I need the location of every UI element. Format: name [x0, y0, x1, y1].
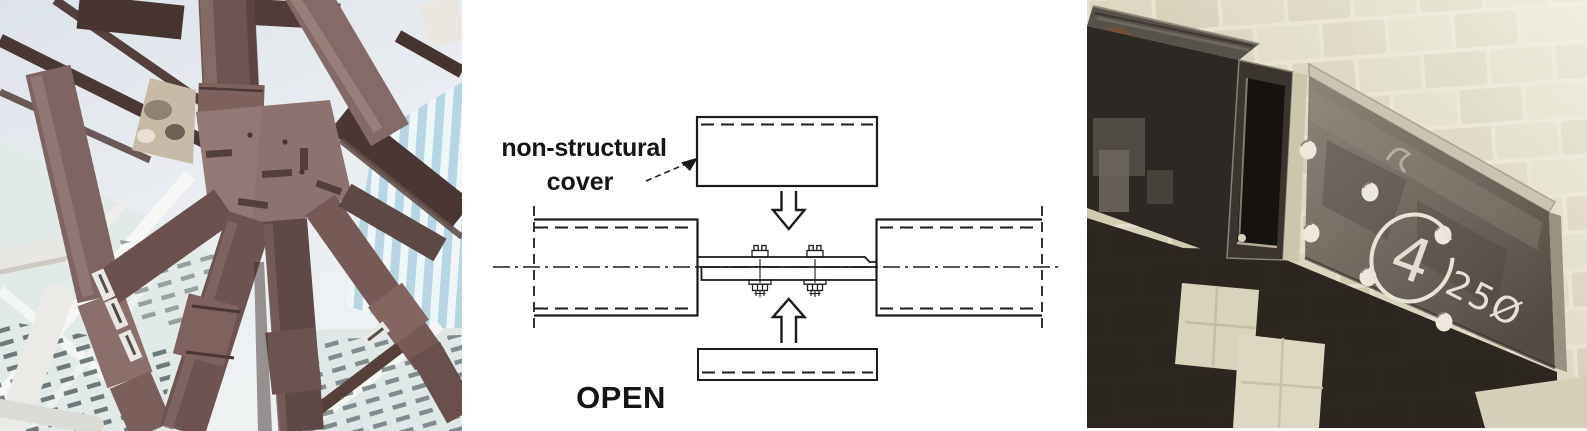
steel-node-photo-canvas — [0, 0, 462, 431]
rim-glint — [1238, 234, 1246, 242]
cover-label-line1: non-structural — [501, 134, 666, 162]
down-arrow — [770, 191, 808, 231]
top-cover — [695, 115, 879, 188]
shadows — [1087, 218, 1557, 428]
plate-face — [1305, 76, 1555, 368]
center-diagram-splice-connection: non-structural cover OPEN — [462, 0, 1087, 431]
right-photo-shs-blade-plate: 4 25Ø — [1087, 0, 1587, 431]
tube — [25, 64, 123, 304]
dark-beam — [394, 30, 462, 78]
gap-sliver — [1283, 72, 1307, 262]
shs-tube — [1087, 5, 1307, 262]
lower-tubes — [94, 183, 462, 431]
chalk-circle — [1369, 212, 1455, 304]
left-photo-steel-node — [0, 0, 462, 431]
tube-splice — [77, 289, 153, 389]
diagram-canvas: non-structural cover OPEN — [493, 115, 1061, 415]
paving-patches — [1175, 283, 1587, 429]
bolt — [748, 244, 772, 297]
bolt-hole — [1435, 312, 1453, 332]
up-arrow — [770, 297, 808, 343]
chalk-scribble — [1385, 147, 1412, 174]
tube — [285, 0, 409, 147]
right-tube — [875, 206, 1043, 330]
plate-end-face — [1549, 212, 1567, 372]
bolt-hole — [1361, 182, 1379, 202]
lower-plate — [700, 267, 876, 281]
tube — [94, 189, 236, 306]
tube — [338, 183, 447, 262]
bolt-hole — [1302, 223, 1320, 243]
sticker-labels — [91, 268, 390, 363]
shs-photo-canvas: 4 25Ø — [1087, 0, 1587, 429]
leader-arrow — [645, 157, 698, 182]
bolt — [803, 244, 827, 297]
upper-plate — [698, 256, 876, 263]
tube-sleeve — [265, 327, 322, 395]
blade-plate: 4 25Ø — [1299, 62, 1567, 372]
tube — [263, 218, 324, 431]
tube-sleeve — [172, 293, 240, 367]
bolt-hole — [1299, 140, 1317, 160]
left-tube — [533, 206, 699, 330]
tube — [305, 194, 445, 371]
arrowhead — [681, 157, 698, 171]
dark-band — [329, 104, 462, 229]
cover-label-line2: cover — [547, 168, 614, 196]
splice-plates — [698, 256, 876, 281]
bottom-cover — [697, 348, 878, 381]
tube-opening — [1237, 78, 1285, 247]
tube-sleeve — [368, 282, 429, 345]
open-label: OPEN — [576, 380, 666, 415]
